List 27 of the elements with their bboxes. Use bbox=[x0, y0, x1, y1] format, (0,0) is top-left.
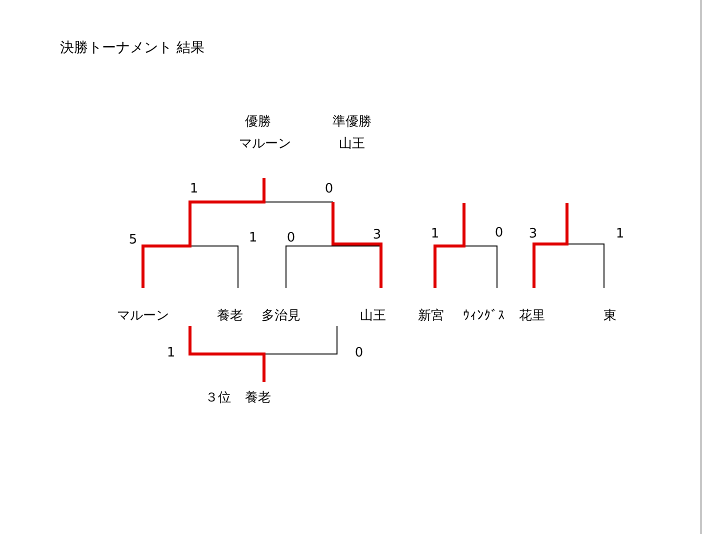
team-name: 東 bbox=[604, 310, 616, 322]
team-name: 山王 bbox=[360, 310, 386, 322]
team-name: 多治見 bbox=[262, 310, 300, 322]
score: 0 bbox=[354, 346, 364, 360]
score: 0 bbox=[324, 182, 334, 196]
title: 決勝トーナメント 結果 bbox=[60, 41, 204, 55]
score: 1 bbox=[248, 232, 258, 244]
team-name: 新宮 bbox=[418, 310, 444, 322]
team-name: 養老 bbox=[217, 310, 243, 322]
score: 0 bbox=[494, 226, 504, 240]
rank-label: 優勝 bbox=[245, 116, 271, 128]
team-name: ｳｨﾝｸﾞｽ bbox=[463, 310, 505, 322]
team-name: 山王 bbox=[339, 138, 365, 150]
score: 3 bbox=[372, 228, 382, 242]
score: 5 bbox=[128, 234, 138, 246]
score: 1 bbox=[166, 346, 176, 360]
team-name: 養老 bbox=[245, 392, 271, 404]
score: 0 bbox=[286, 232, 296, 244]
score: 1 bbox=[190, 182, 198, 196]
score: 1 bbox=[430, 228, 440, 240]
team-name: マルーン bbox=[117, 310, 169, 322]
team-name: 花里 bbox=[519, 310, 545, 322]
rank-label: 準優勝 bbox=[332, 116, 372, 128]
team-name: マルーン bbox=[239, 138, 291, 150]
score: 3 bbox=[528, 228, 538, 240]
score: 1 bbox=[616, 228, 624, 240]
rank-label: ３位 bbox=[205, 392, 231, 404]
